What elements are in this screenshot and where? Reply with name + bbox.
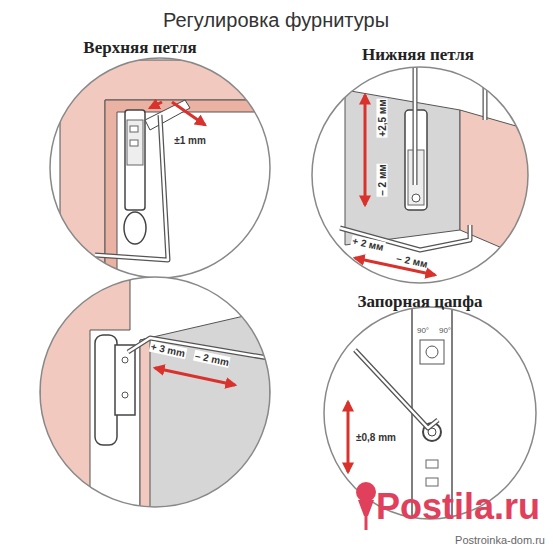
watermark: Postila.ru xyxy=(376,487,540,527)
dimension: – 2 мм xyxy=(377,163,388,196)
title: Регулировка фурнитуры xyxy=(163,9,389,31)
section-heading: Нижняя петля xyxy=(362,46,474,65)
lower-hinge xyxy=(300,55,540,290)
section-heading: Верхняя петля xyxy=(83,39,196,58)
watermark: Postroinka-dom.ru xyxy=(455,534,545,546)
section-heading: Запорная цапфа xyxy=(358,293,483,312)
watermark-pin xyxy=(356,482,376,530)
angle-mark: 90° xyxy=(417,327,429,336)
hinge-side xyxy=(35,275,280,515)
angle-mark: 90° xyxy=(439,327,451,336)
dimension: +2,5 мм xyxy=(377,98,388,137)
dimension: ±0,8 mm xyxy=(355,432,397,443)
upper-hinge xyxy=(40,60,290,280)
dimension: ±1 mm xyxy=(173,135,207,146)
